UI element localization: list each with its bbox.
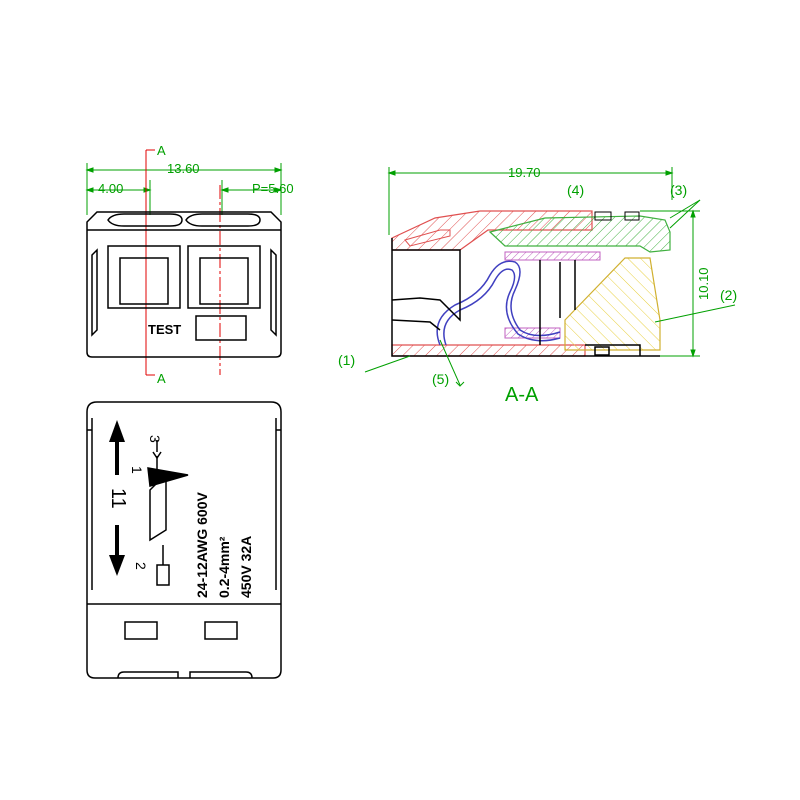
strip-length-value: 11 <box>107 488 129 509</box>
top-body <box>86 401 282 679</box>
lever-pictogram <box>147 440 189 586</box>
spec-line-2: 0.2-4mm² <box>216 536 232 598</box>
spec-line-3: 450V 32A <box>238 536 254 598</box>
callout-3: (3) <box>670 182 687 198</box>
dim-left-label: 4.00 <box>98 181 123 196</box>
front-body <box>86 211 282 358</box>
callout-5: (5) <box>432 371 449 387</box>
callout-leaders <box>364 199 736 387</box>
callout-4: (4) <box>567 182 584 198</box>
section-mark-top: A <box>157 143 166 158</box>
spec-line-1: 24-12AWG 600V <box>194 492 210 598</box>
dim-width-label: 13.60 <box>167 161 200 176</box>
strip-length-arrow <box>109 420 125 576</box>
section-title: A-A <box>505 384 539 406</box>
section-outline <box>391 238 660 357</box>
front-view: 13.60 4.00 P=5.60 A A TEST <box>85 143 294 386</box>
step-1-label: 1 <box>129 466 145 474</box>
lever-section <box>488 211 671 253</box>
step-2-label: 2 <box>133 562 149 570</box>
step-3-label: 3 <box>147 435 163 443</box>
section-dimensions <box>387 167 700 358</box>
test-label: TEST <box>148 322 181 337</box>
dim-length-label: 19.70 <box>508 165 541 180</box>
body-section <box>564 257 661 351</box>
section-mark-bottom: A <box>157 371 166 386</box>
section-center-lines <box>145 149 221 376</box>
dim-height-label: 10.10 <box>696 267 711 300</box>
section-view: 19.70 10.10 <box>338 165 737 406</box>
top-view: 11 1 2 3 24-12AWG 600V 0.2-4mm² 450V 32A <box>86 401 282 679</box>
callout-1: (1) <box>338 352 355 368</box>
front-dimensions <box>85 163 283 215</box>
dim-pitch-label: P=5.60 <box>252 181 294 196</box>
callout-2: (2) <box>720 287 737 303</box>
